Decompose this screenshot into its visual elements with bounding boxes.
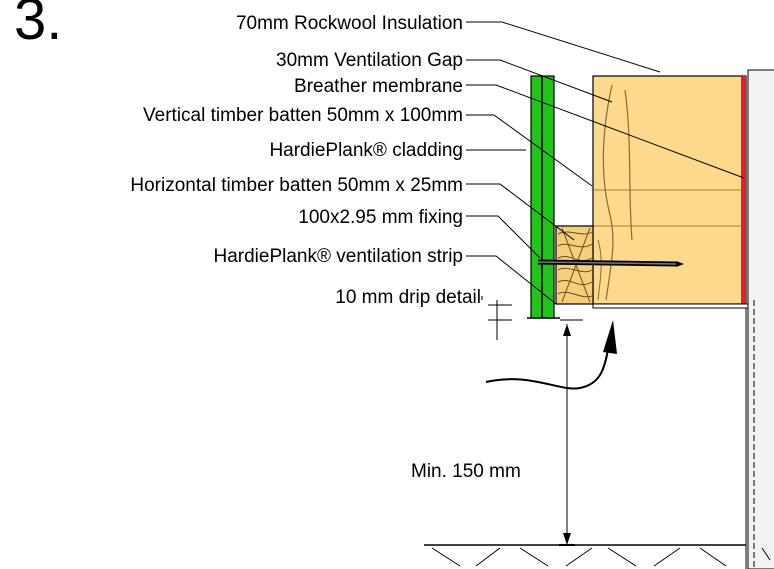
label-vertical-batten: Vertical timber batten 50mm x 100mm [143,105,463,126]
fixing-nail-tip [676,261,684,267]
label-drip-detail: 10 mm drip detail [335,287,481,308]
insulation-texture-2 [624,89,633,241]
fixing-nail-highlight [537,261,677,265]
base-plate [592,303,749,309]
ground-hatching [431,547,771,567]
dimension-arrow-bottom [563,533,571,545]
leader-lines [466,21,745,305]
label-min-clearance: Min. 150 mm [411,461,521,482]
label-horizontal-batten: Horizontal timber batten 50mm x 25mm [130,175,463,196]
label-rockwool: 70mm Rockwool Insulation [236,13,463,34]
figure-number: 3. [14,0,62,52]
label-breather-membrane: Breather membrane [294,76,463,97]
insulation-texture-1 [602,84,614,301]
label-ventilation-gap: 30mm Ventilation Gap [276,50,463,71]
dimension-arrow-top [563,324,571,336]
airflow-arrow [485,349,609,390]
label-cladding: HardiePlank® cladding [269,140,463,161]
insulation-texture-3 [597,239,602,301]
airflow-arrow-head [603,320,617,354]
label-ventilation-strip: HardiePlank® ventilation strip [213,246,463,267]
masonry-wall [747,69,774,569]
breather-membrane [741,76,746,304]
label-fixing: 100x2.95 mm fixing [298,207,463,228]
